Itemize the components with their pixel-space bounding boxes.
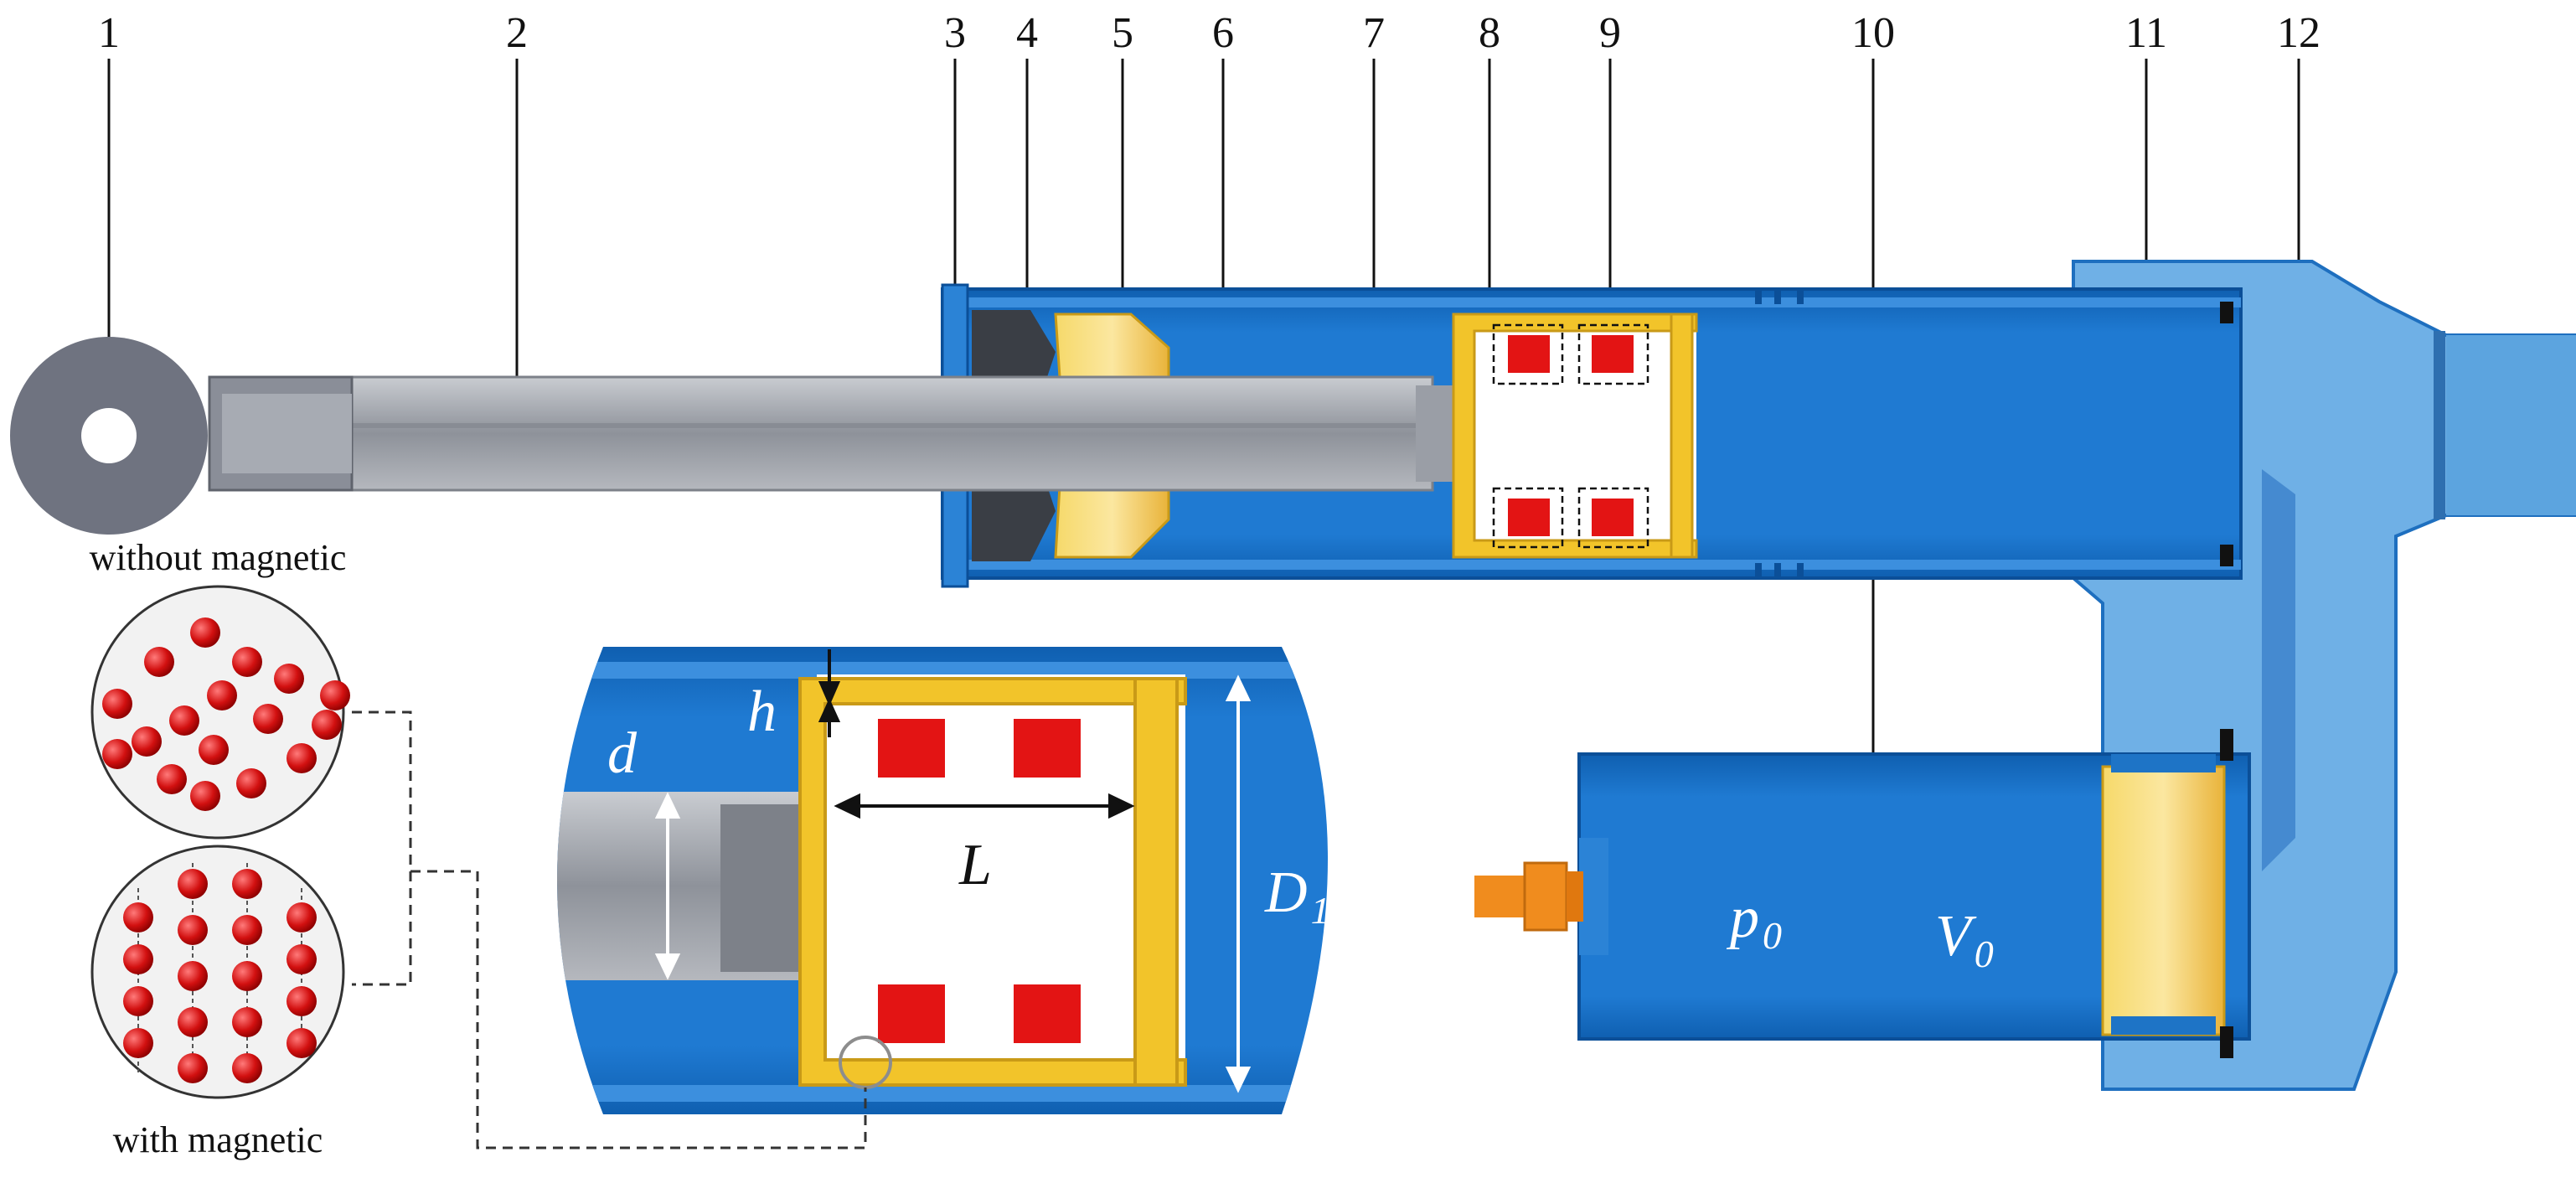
symbol-L: L [958, 833, 992, 897]
callout-12: 12 [2277, 9, 2320, 57]
callout-4: 4 [1016, 9, 1038, 57]
mr-particle [232, 647, 262, 677]
mr-particle [320, 680, 350, 710]
mr-particle-chained [287, 902, 317, 933]
callout-8: 8 [1479, 9, 1500, 57]
dimension-arrows [654, 674, 1252, 1093]
mr-particle-chained [287, 1028, 317, 1058]
callout-6: 6 [1212, 9, 1234, 57]
callout-9: 9 [1599, 9, 1621, 57]
callout-5: 5 [1112, 9, 1133, 57]
mr-particle-chained [123, 902, 153, 933]
mr-particle [236, 768, 266, 798]
mr-particle [144, 647, 174, 677]
symbol-D1: D1 [1264, 860, 1330, 932]
callout-11: 11 [2125, 9, 2167, 57]
mr-particle [287, 743, 317, 773]
mr-particle-chained [123, 986, 153, 1016]
mr-particle [199, 735, 229, 765]
particles-random [102, 617, 350, 811]
mr-particle-chained [232, 961, 262, 991]
callout-10: 10 [1851, 9, 1895, 57]
mr-particle [132, 726, 162, 757]
caption-with-magnetic: with magnetic [113, 1119, 323, 1160]
mr-particle-chained [123, 944, 153, 974]
caption-without-magnetic: without magnetic [90, 537, 347, 578]
mr-particle [102, 689, 132, 719]
mr-particle [207, 680, 237, 710]
mr-particle [253, 704, 283, 734]
mr-particle-chained [178, 1053, 208, 1083]
mr-particle-chained [123, 1028, 153, 1058]
symbol-V0: V0 [1935, 904, 1994, 975]
mr-particle-chained [232, 1053, 262, 1083]
mr-particle [274, 664, 304, 694]
callout-numbers: 1 2 3 4 5 6 7 8 9 10 11 12 [98, 9, 2320, 57]
mr-particle-chained [178, 915, 208, 945]
mr-particle-chained [178, 1007, 208, 1037]
zoom-detail [557, 647, 1328, 1114]
callout-7: 7 [1363, 9, 1385, 57]
mr-particle-chained [287, 986, 317, 1016]
mr-particle [312, 710, 342, 740]
callout-1: 1 [98, 9, 120, 57]
mr-particle-chained [287, 944, 317, 974]
mr-particle-chained [232, 869, 262, 899]
dimension-arrows-black [818, 649, 1135, 819]
mr-particle [169, 705, 199, 736]
mr-particle [190, 617, 220, 648]
mr-particle [190, 781, 220, 811]
mr-particle [157, 764, 187, 794]
rod-eye [10, 337, 354, 535]
accumulator [1474, 729, 2251, 1058]
mr-particle-chained [178, 869, 208, 899]
connector-lines [352, 710, 867, 1150]
callout-2: 2 [506, 9, 528, 57]
symbol-d: d [607, 721, 638, 786]
mr-particle-chained [232, 915, 262, 945]
mr-particle-chained [178, 961, 208, 991]
symbol-p0: p0 [1726, 886, 1782, 957]
callout-3: 3 [944, 9, 966, 57]
mr-particle [102, 739, 132, 769]
mr-particle-chained [232, 1007, 262, 1037]
symbol-h: h [747, 679, 777, 744]
particles-chains [123, 869, 317, 1083]
